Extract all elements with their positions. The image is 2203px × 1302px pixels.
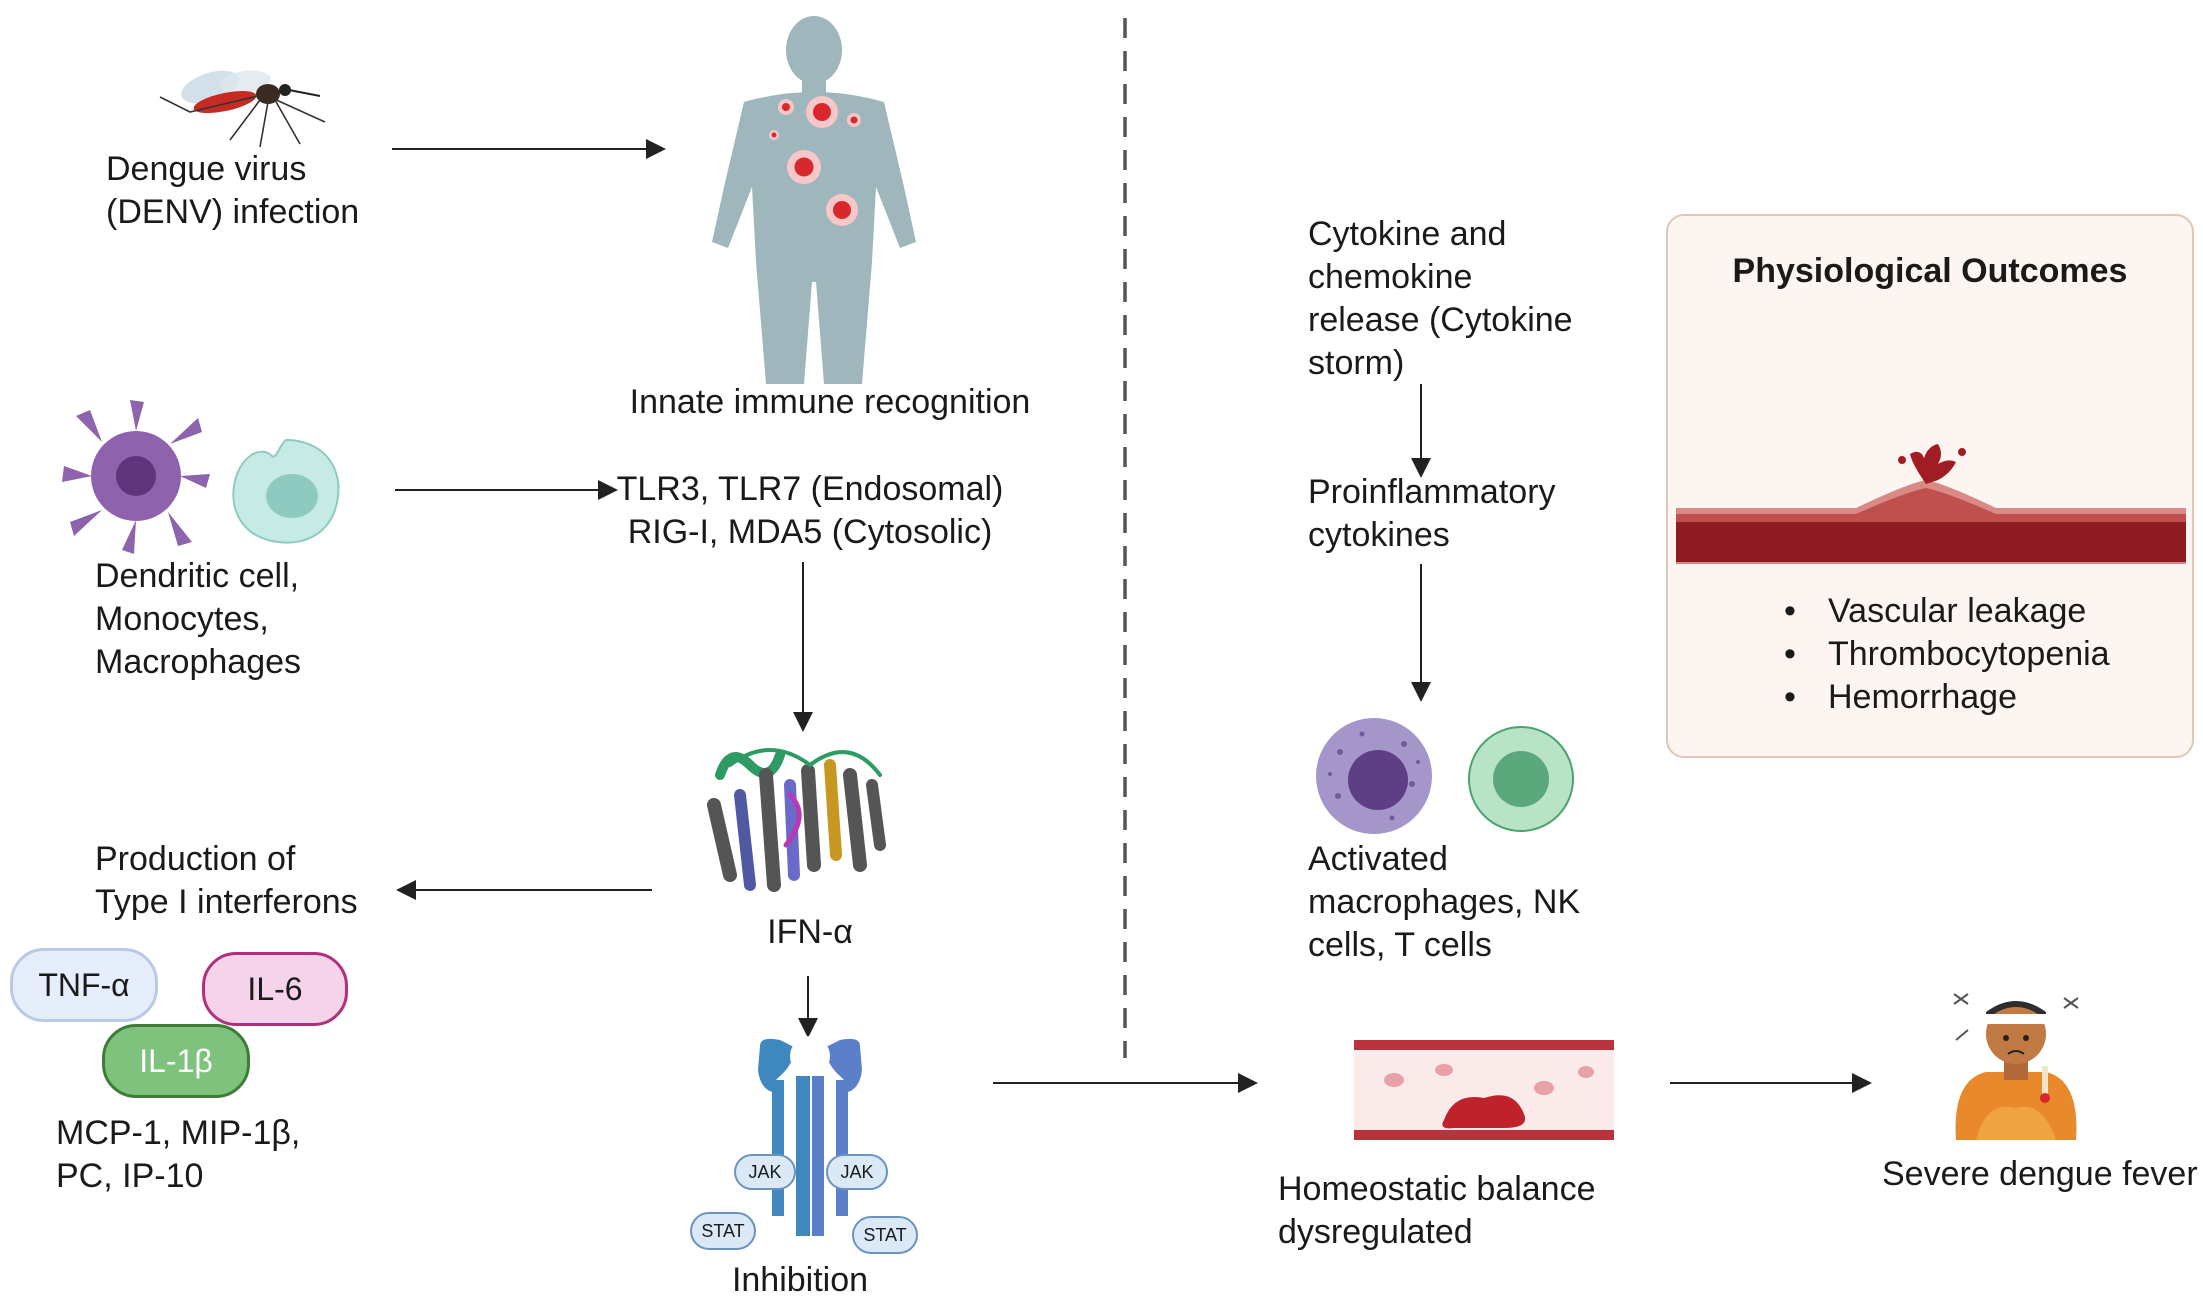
activated-macrophage-icon [1316, 718, 1432, 834]
severe-dengue-label: Severe dengue fever [1882, 1155, 2198, 1193]
outcomes-list: Vascular leakage Thrombocytopenia Hemorr… [1784, 590, 2110, 719]
human-body-icon [712, 16, 916, 384]
outcomes-title: Physiological Outcomes [1732, 252, 2128, 290]
proinflammatory-label: Proinflammatory cytokines [1308, 473, 1556, 554]
immune-cells-label: Dendritic cell, Monocytes, Macrophages [95, 557, 302, 681]
dendritic-cell-icon [62, 400, 210, 554]
il6-pill: IL-6 [202, 952, 348, 1026]
receptors-label: TLR3, TLR7 (Endosomal) RIG-I, MDA5 (Cyto… [616, 470, 1004, 551]
inhibition-label: Inhibition [731, 1261, 869, 1299]
il1b-pill: IL-1β [102, 1024, 250, 1098]
jak-left-badge: JAK [734, 1154, 796, 1190]
blood-vessel-clot-icon [1354, 1040, 1614, 1140]
monocyte-icon [232, 438, 340, 544]
physiological-outcomes-box: Physiological Outcomes Vascular leakage … [1666, 214, 2194, 758]
ifn-alpha-structure-icon [707, 748, 886, 892]
dengue-infection-label: Dengue virus (DENV) infection [106, 150, 360, 231]
cytokine-release-label: Cytokine and chemokine release (Cytokine… [1308, 215, 1573, 382]
stat-right-badge: STAT [852, 1216, 918, 1254]
chemokines-label: MCP-1, MIP-1β, PC, IP-10 [56, 1114, 301, 1195]
interferon-receptor-icon [758, 1036, 862, 1236]
tnf-alpha-pill: TNF-α [10, 948, 158, 1022]
homeostatic-label: Homeostatic balance dysregulated [1278, 1170, 1596, 1251]
innate-recognition-label: Innate immune recognition [629, 383, 1031, 421]
activated-cells-label: Activated macrophages, NK cells, T cells [1308, 840, 1581, 964]
infection-spots [769, 96, 861, 226]
mosquito-icon [159, 70, 326, 148]
interferon-production-label: Production of Type I interferons [95, 840, 358, 921]
jak-right-badge: JAK [826, 1154, 888, 1190]
outcome-item: Thrombocytopenia [1784, 633, 2110, 676]
ifn-alpha-label: IFN-α [767, 913, 853, 951]
hemorrhage-vessel-icon [1676, 444, 2186, 564]
sick-person-icon [1953, 993, 2079, 1140]
nk-t-cell-icon [1468, 726, 1574, 832]
outcome-item: Hemorrhage [1784, 676, 2110, 719]
outcome-item: Vascular leakage [1784, 590, 2110, 633]
stat-left-badge: STAT [690, 1212, 756, 1250]
